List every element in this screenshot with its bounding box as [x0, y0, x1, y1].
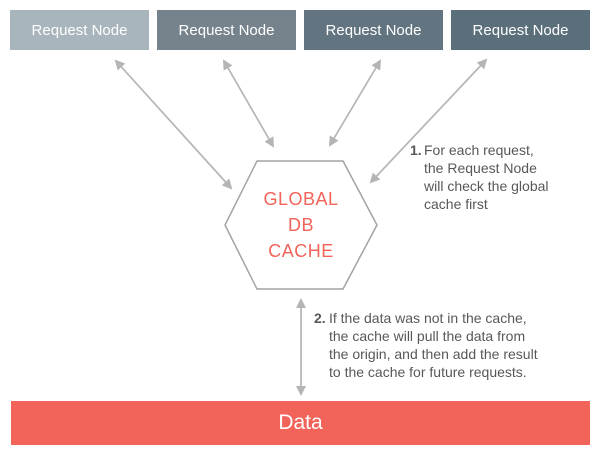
- annotation-step-2: 2. If the data was not in the cache, the…: [314, 309, 538, 381]
- annotation-step-1-text: For each request, the Request Node will …: [424, 142, 549, 212]
- cache-hexagon: [224, 160, 378, 290]
- annotation-step-1-number: 1.: [410, 142, 422, 158]
- annotation-step-2-text: If the data was not in the cache, the ca…: [329, 310, 538, 380]
- arrow-node3-cache: [328, 59, 382, 147]
- annotation-step-2-number: 2.: [314, 310, 326, 326]
- annotation-step-1: 1. For each request, the Request Node wi…: [410, 141, 549, 213]
- data-bar: Data: [11, 401, 590, 445]
- request-node-3: Request Node: [304, 10, 443, 50]
- request-node-4: Request Node: [451, 10, 590, 50]
- cache-hexagon-label: GLOBAL DB CACHE: [263, 189, 339, 261]
- arrow-node2-cache: [222, 59, 275, 148]
- request-node-1: Request Node: [10, 10, 149, 50]
- request-node-2: Request Node: [157, 10, 296, 50]
- arrow-node4-cache: [369, 58, 488, 184]
- arrow-node1-cache: [114, 59, 233, 190]
